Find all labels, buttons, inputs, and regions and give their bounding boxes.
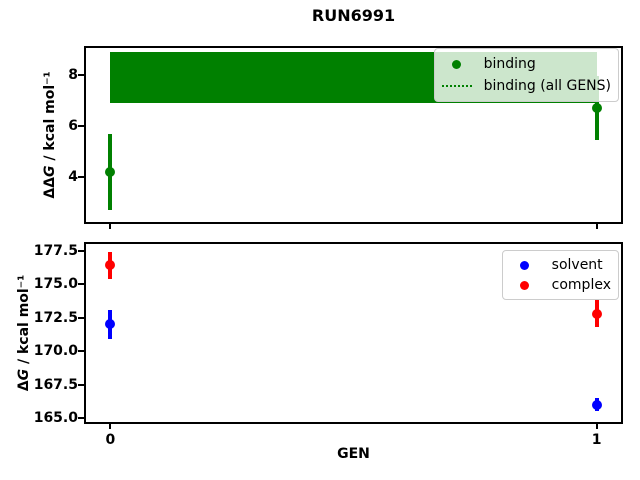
y-tick-mark <box>78 350 84 353</box>
legend-label-complex: complex <box>551 277 611 293</box>
y-tick-label: 177.5 <box>33 242 78 259</box>
y-tick-mark <box>78 125 84 128</box>
data-point-complex <box>105 260 116 271</box>
x-tick-label: 1 <box>591 432 602 448</box>
legend-item-binding: binding <box>442 53 611 75</box>
x-tick-mark <box>595 424 598 429</box>
dg-axes: solvent complex 165.0 167.5 170.0 172.5 175.… <box>34 242 623 448</box>
y-tick-label: 4 <box>68 169 78 186</box>
y-tick-mark <box>78 249 84 252</box>
bottom-y-axis-label: ΔG / kcal mol⁻¹ <box>16 275 32 391</box>
solvent-dot-icon <box>520 260 530 270</box>
dg-legend: solvent complex <box>501 250 619 300</box>
legend-handle <box>442 59 472 69</box>
data-point-complex <box>591 308 602 319</box>
legend-handle <box>510 280 540 290</box>
legend-handle <box>441 85 472 87</box>
dotted-line-icon <box>441 85 472 87</box>
y-tick-label: 8 <box>68 66 78 83</box>
data-point-solvent <box>105 319 116 330</box>
x-tick-mark <box>109 424 112 429</box>
data-point-binding <box>591 103 602 114</box>
y-tick-label: 165.0 <box>33 409 78 426</box>
y-tick-label: 170.0 <box>33 343 78 360</box>
y-tick-mark <box>78 316 84 319</box>
y-tick-mark <box>78 283 84 286</box>
binding-legend: binding binding (all GENS) <box>433 48 619 102</box>
legend-item-binding-all-gens: binding (all GENS) <box>441 75 611 97</box>
y-tick-label: 6 <box>68 118 78 135</box>
y-tick-mark <box>78 73 84 76</box>
x-tick-label: 0 <box>105 432 116 448</box>
data-point-binding <box>105 167 116 178</box>
data-point-solvent <box>591 399 602 410</box>
y-tick-mark <box>78 416 84 419</box>
legend-label-binding: binding <box>483 56 536 72</box>
legend-label-solvent: solvent <box>551 257 603 273</box>
y-tick-label: 175.0 <box>33 276 78 293</box>
legend-item-complex: complex <box>510 275 611 295</box>
binding-axes: binding binding (all GENS) 4 6 8 <box>68 46 623 229</box>
legend-item-solvent: solvent <box>510 255 611 275</box>
binding-dot-icon <box>452 59 462 69</box>
x-tick-mark <box>109 224 112 229</box>
y-tick-mark <box>78 176 84 179</box>
legend-label-binding-all-gens: binding (all GENS) <box>483 78 611 94</box>
figure-title: RUN6991 <box>311 6 396 25</box>
y-tick-label: 172.5 <box>33 309 78 326</box>
legend-handle <box>510 260 540 270</box>
complex-dot-icon <box>520 280 530 290</box>
y-tick-label: 167.5 <box>33 376 78 393</box>
y-tick-mark <box>78 383 84 386</box>
x-axis-label: GEN <box>337 446 370 462</box>
x-tick-mark <box>595 224 598 229</box>
